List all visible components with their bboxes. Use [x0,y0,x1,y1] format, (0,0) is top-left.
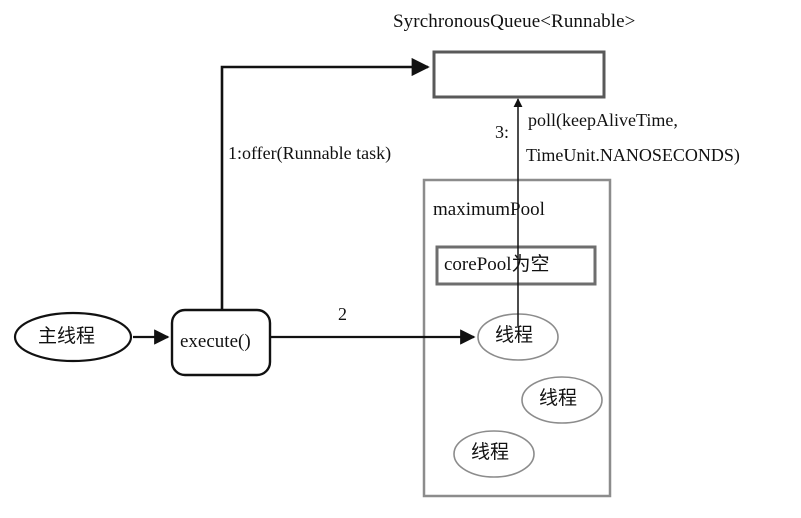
queue-title: SyrchronousQueue<Runnable> [393,11,636,32]
dispatch-arrow-label: 2 [338,304,347,324]
offer-arrow-label: 1:offer(Runnable task) [228,143,392,163]
poll-step-number: 3: [495,122,510,142]
thread-label-1: 线程 [495,325,534,346]
thread-label-2: 线程 [539,388,578,409]
maximum-pool-label: maximumPool [433,199,545,220]
arrow-offer-to-queue [220,57,430,310]
main-thread-ellipse [13,311,133,363]
poll-label-line1: poll(keepAliveTime, [528,110,678,130]
synchronous-queue-box [432,50,606,99]
main-thread-label: 主线程 [38,326,96,347]
poll-label-line2: TimeUnit.NANOSECONDS) [526,145,740,165]
thread-ellipse-3 [453,430,535,478]
execute-label: execute() [180,331,251,352]
thread-ellipse-2 [521,376,603,424]
thread-label-3: 线程 [471,442,510,463]
core-pool-box [435,245,597,286]
core-pool-label: corePool为空 [444,254,550,275]
